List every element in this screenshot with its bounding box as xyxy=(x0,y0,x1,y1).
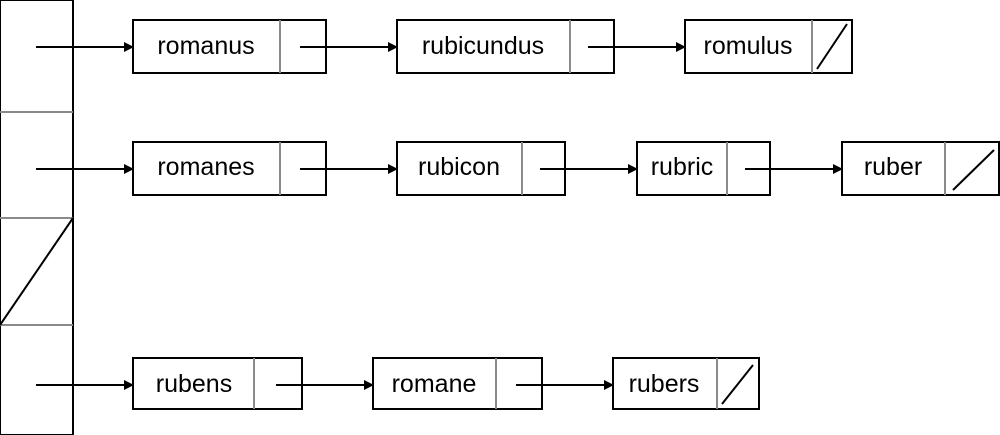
node-box xyxy=(841,141,1000,196)
null-pointer-slash xyxy=(721,364,754,405)
node-box xyxy=(132,19,327,74)
chain-row-1: romanes rubicon rubric ruber xyxy=(36,141,1000,196)
node-box xyxy=(684,19,853,74)
null-pointer-slash xyxy=(816,23,848,70)
chain-row-0: romanus rubicundus romulus xyxy=(36,19,853,74)
node-box xyxy=(372,357,543,410)
list-node: romanes xyxy=(132,141,327,196)
list-node: romane xyxy=(372,357,543,410)
list-node: rubens xyxy=(132,357,303,410)
null-pointer-slash xyxy=(952,149,995,191)
node-box xyxy=(396,141,566,196)
node-label: romanes xyxy=(157,153,254,181)
node-label: rubers xyxy=(629,370,700,398)
node-label: romulus xyxy=(704,32,793,60)
list-node: romanus xyxy=(132,19,327,74)
node-label: rubicundus xyxy=(422,32,544,60)
list-node: ruber xyxy=(841,141,1000,196)
list-node: rubers xyxy=(612,357,760,410)
node-label: rubens xyxy=(156,370,232,398)
node-label: rubric xyxy=(651,153,714,181)
node-label: romane xyxy=(392,370,477,398)
hash-table xyxy=(0,0,74,435)
node-label: romanus xyxy=(157,32,254,60)
chain-row-3: rubens romane rubers xyxy=(36,357,760,410)
null-slot-slash xyxy=(0,217,74,326)
list-node: rubicundus xyxy=(396,19,615,74)
node-label: rubicon xyxy=(418,153,500,181)
list-node: rubicon xyxy=(396,141,566,196)
node-box xyxy=(132,357,303,410)
list-node: romulus xyxy=(684,19,853,74)
node-box xyxy=(612,357,760,410)
node-label: ruber xyxy=(864,153,922,181)
node-box xyxy=(132,141,327,196)
